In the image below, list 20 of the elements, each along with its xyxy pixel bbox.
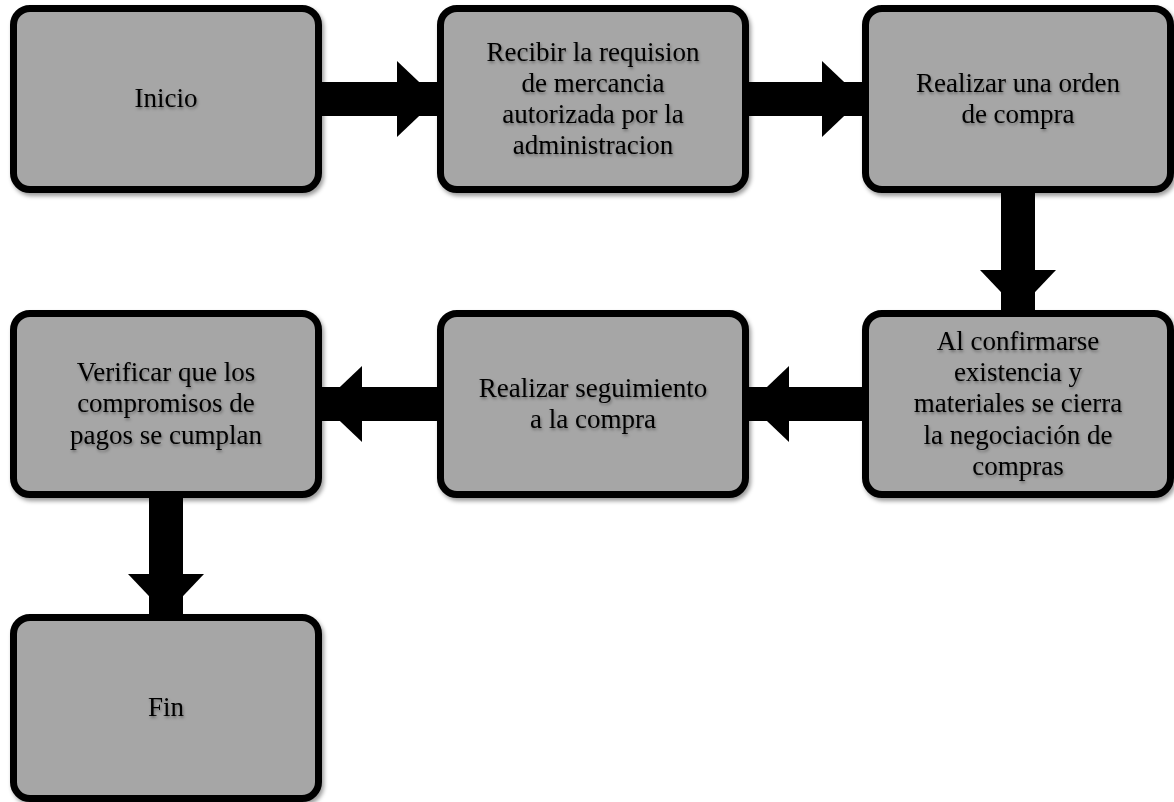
- process-box: [10, 5, 322, 193]
- step-text: Realizar seguimiento a la compra: [478, 372, 708, 436]
- step-text: Realizar una orden de compra: [915, 67, 1121, 131]
- step-text: Recibir la requision de mercancia autorizada por la administracion: [485, 36, 701, 162]
- process-box: [10, 614, 322, 802]
- process-box: [862, 5, 1174, 193]
- block-arrow: [322, 366, 437, 442]
- process-box: [437, 5, 749, 193]
- process-box: [10, 310, 322, 498]
- block-arrow: [128, 498, 204, 614]
- step-text: Verificar que los compromisos de pagos se cumplan: [69, 357, 263, 451]
- block-arrow: [749, 366, 862, 442]
- process-box: [862, 310, 1174, 498]
- step-text: Fin: [148, 692, 184, 724]
- process-box: [437, 310, 749, 498]
- block-arrow: [322, 61, 437, 137]
- step-text: Al confirmarse existencia y materiales se cierra la negociación de compras: [912, 326, 1124, 482]
- block-arrow: [980, 193, 1056, 310]
- step-text: Inicio: [134, 83, 198, 115]
- block-arrow: [749, 61, 862, 137]
